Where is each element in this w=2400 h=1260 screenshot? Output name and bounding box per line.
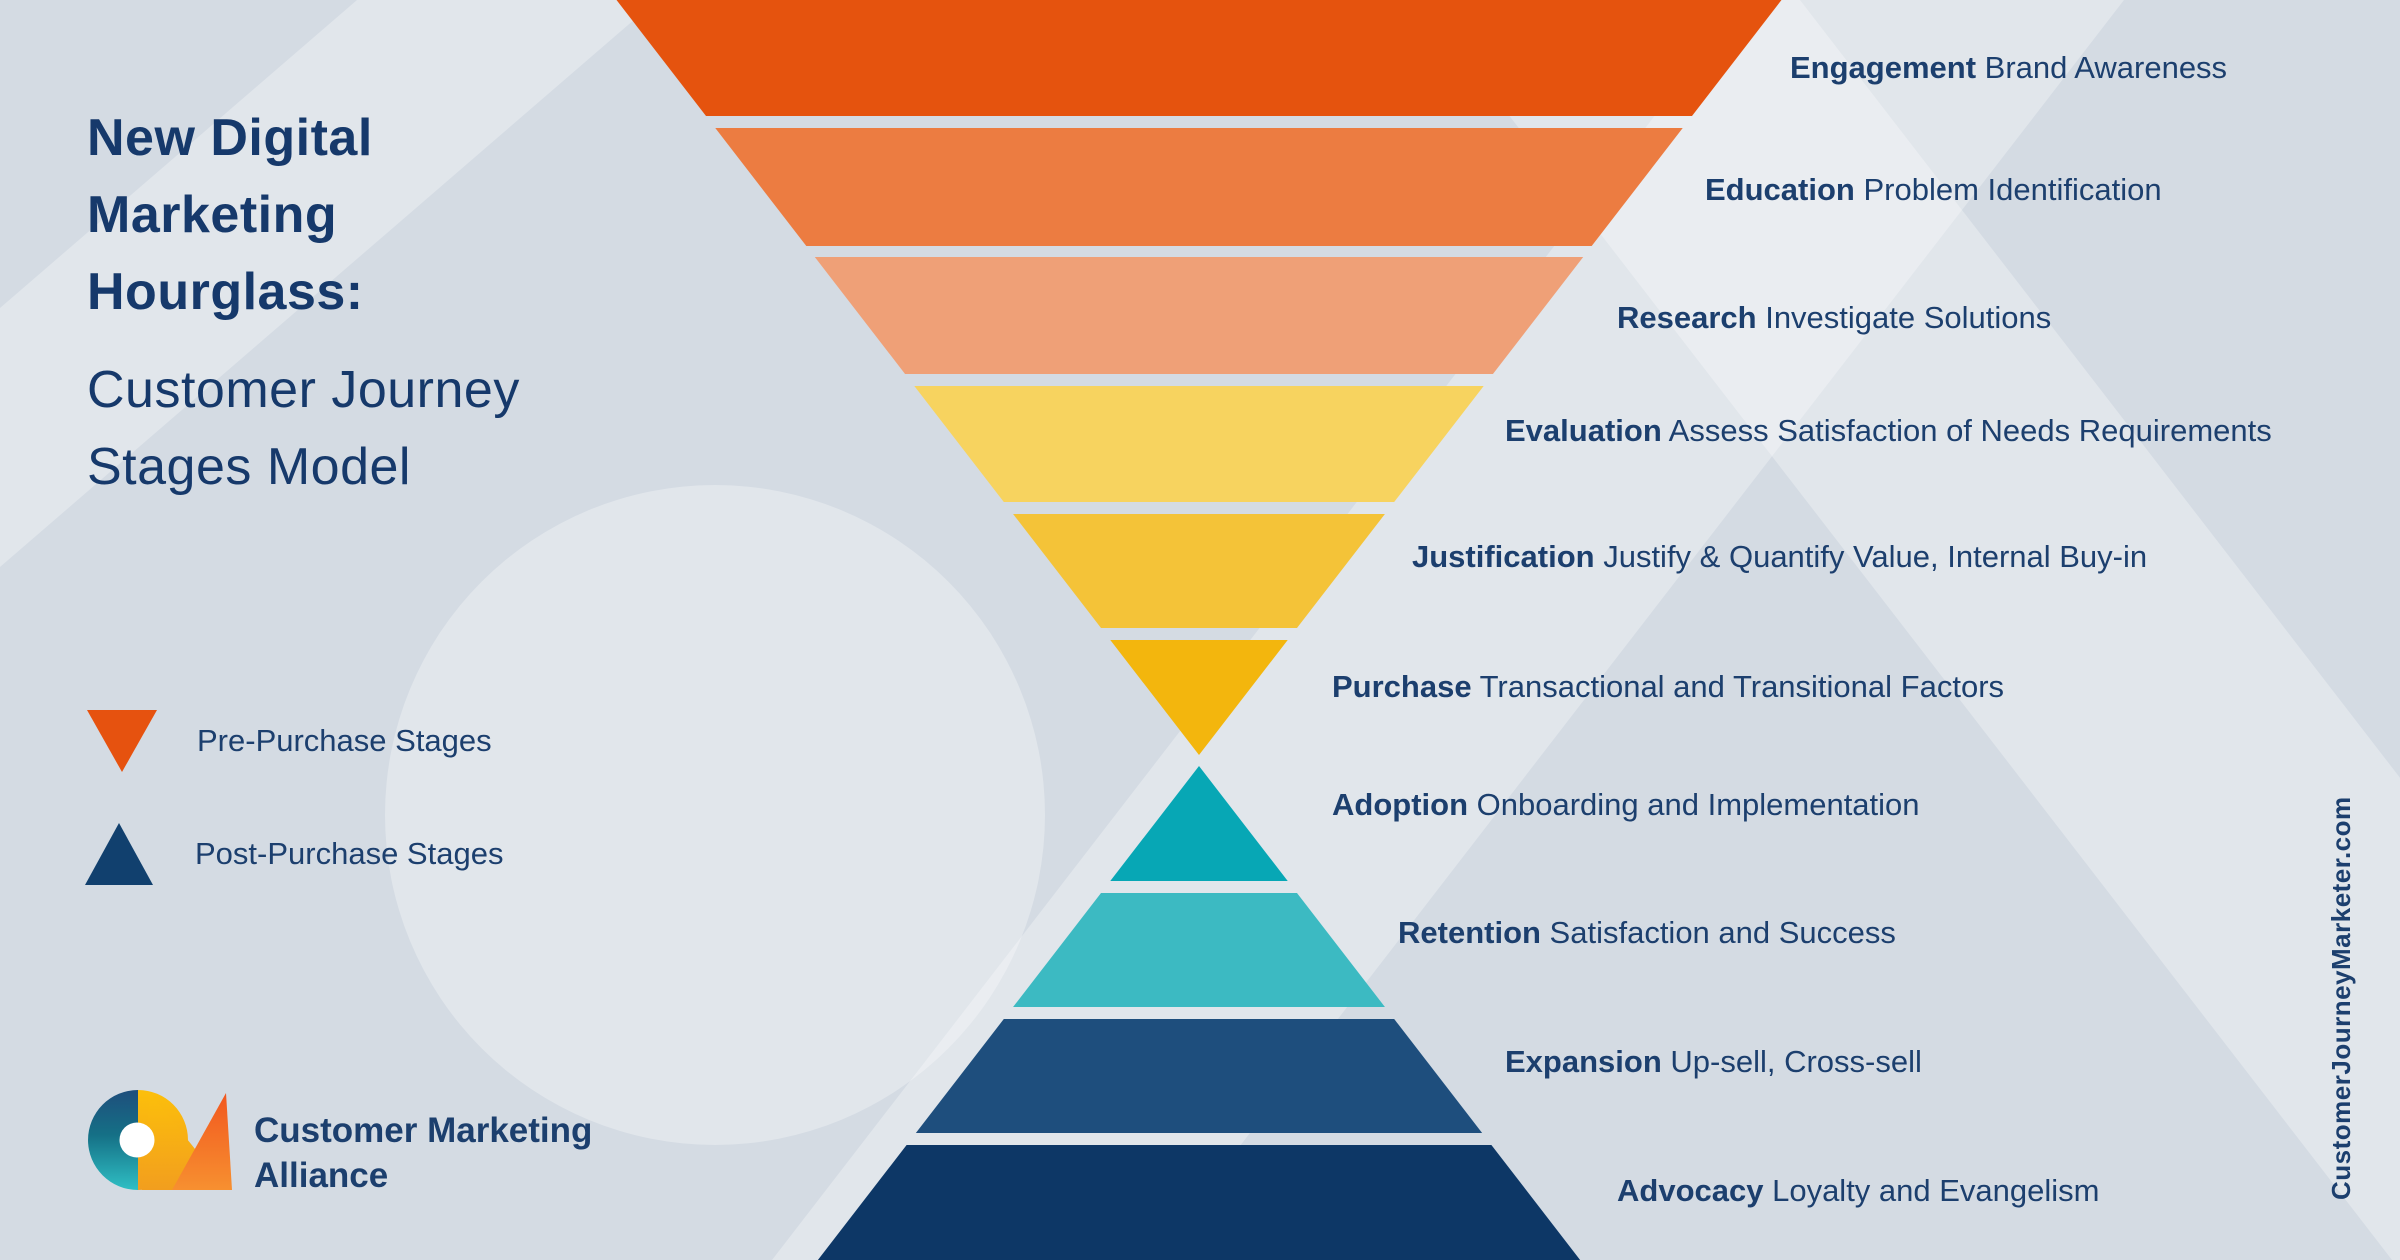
decor-circle [385,485,1045,1145]
stage-description: Up-sell, Cross-sell [1661,1044,1922,1079]
band-evaluation [914,386,1484,502]
subtitle-line: Stages Model [87,438,411,496]
stage-label-research: Research Investigate Solutions [1617,300,2051,336]
band-research [814,257,1584,374]
band-engagement [616,0,1782,116]
band-education [715,128,1683,246]
stage-label-engagement: Engagement Brand Awareness [1790,50,2227,86]
subtitle-line: Customer Journey [87,361,520,419]
stage-name: Research [1617,300,1757,335]
legend-label: Post-Purchase Stages [195,836,504,871]
legend-label: Pre-Purchase Stages [197,723,492,758]
stage-name: Advocacy [1617,1173,1764,1208]
stage-name: Engagement [1790,50,1977,85]
stage-name: Justification [1412,539,1595,574]
band-purchase [1110,640,1288,755]
title-line: Hourglass: [87,263,364,321]
stage-name: Education [1705,172,1855,207]
stage-name: Evaluation [1505,413,1662,448]
band-retention [1013,893,1385,1007]
stage-description: Problem Identification [1854,172,2162,207]
customer-marketing-alliance-logo-icon [88,1090,232,1190]
logo-ring-hole [119,1122,155,1158]
stage-description: Justify & Quantify Value, Internal Buy-i… [1594,539,2148,574]
stage-description: Assess Satisfaction of Needs Requirement… [1661,413,2272,448]
decor-diagonal-right-down-right [1420,0,2400,1260]
stage-label-expansion: Expansion Up-sell, Cross-sell [1505,1044,1922,1080]
stage-description: Satisfaction and Success [1540,915,1896,950]
triangle-up-icon [85,823,153,885]
band-advocacy [817,1145,1581,1260]
stage-label-retention: Retention Satisfaction and Success [1398,915,1896,951]
band-expansion [915,1019,1483,1133]
logo-wordmark-line1: Customer Marketing [254,1111,593,1150]
logo-wordmark-line2: Alliance [254,1156,389,1195]
logo-ring-left [88,1090,138,1190]
stage-name: Expansion [1505,1044,1662,1079]
stage-name: Retention [1398,915,1541,950]
band-justification [1013,514,1385,628]
stage-description: Onboarding and Implementation [1468,787,1920,822]
logo-wordmark: Customer Marketing Alliance [254,1108,592,1198]
stage-name: Adoption [1332,787,1469,822]
logo-m-right-peak [172,1093,232,1190]
band-adoption [1110,766,1288,881]
stage-label-advocacy: Advocacy Loyalty and Evangelism [1617,1173,2100,1209]
title-line: Marketing [87,186,338,244]
stage-label-purchase: Purchase Transactional and Transitional … [1332,669,2004,705]
title-line: New Digital [87,109,373,167]
stage-description: Brand Awareness [1976,50,2228,85]
decor-diagonal-topleft [0,0,657,567]
stage-label-adoption: Adoption Onboarding and Implementation [1332,787,1920,823]
stage-description: Loyalty and Evangelism [1763,1173,2100,1208]
triangle-down-icon [87,710,157,772]
stage-description: Investigate Solutions [1756,300,2052,335]
stage-label-education: Education Problem Identification [1705,172,2162,208]
stage-name: Purchase [1332,669,1472,704]
stage-label-evaluation: Evaluation Assess Satisfaction of Needs … [1505,413,2272,449]
stage-description: Transactional and Transitional Factors [1471,669,2005,704]
website-watermark: CustomerJourneyMarketer.com [2326,796,2356,1200]
stage-label-justification: Justification Justify & Quantify Value, … [1412,539,2147,575]
